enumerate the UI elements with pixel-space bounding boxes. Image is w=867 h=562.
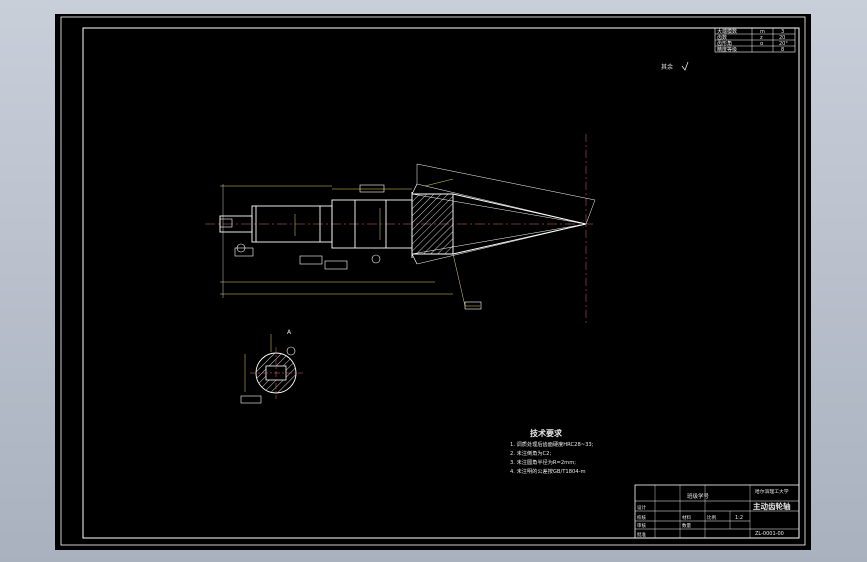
tech-req-item-3: 3. 未注圆角半径为R=2mm;	[510, 458, 576, 466]
param-r2-c2: 20°	[779, 41, 788, 47]
param-r0-c1: m	[760, 29, 765, 35]
param-r3-c0: 精度等级	[717, 46, 737, 53]
school-name: 哈尔滨理工大学	[755, 488, 789, 495]
drawing-number: ZL-0001-00	[755, 531, 784, 537]
param-r1-c2: 20	[779, 35, 785, 41]
tech-req-item-4: 4. 未注明的公差按GB/T1804-m	[510, 467, 586, 475]
tech-req-item-1: 1. 调质处理后齿面硬度HRC28~33;	[510, 440, 594, 448]
param-r2-c1: α	[760, 41, 764, 47]
param-r0-c0: 大端模数	[717, 28, 737, 35]
parameter-table: 大端模数 m 3 齿数 z 20 齿形角 α 20° 精度等级 8	[714, 27, 796, 53]
svg-text:其余: 其余	[661, 63, 673, 71]
datum-markers	[236, 243, 381, 264]
scale: 1:2	[735, 515, 743, 521]
section-view: A	[240, 329, 303, 404]
shaft-outline	[219, 184, 413, 298]
row-check: 校核	[637, 514, 646, 521]
row-approve: 批准	[637, 531, 646, 538]
tech-req-item-2: 2. 未注倒角为C2;	[510, 449, 551, 457]
part-name: 主动齿轮轴	[753, 501, 791, 511]
param-r3-c2: 8	[781, 47, 784, 53]
signature: 班级学号	[687, 492, 710, 500]
row-quantity: 数量	[682, 522, 691, 529]
cad-viewport[interactable]: 大端模数 m 3 齿数 z 20 齿形角 α 20° 精度等级 8 其余	[55, 14, 811, 550]
row-ratio: 比例	[707, 514, 716, 521]
roughness-note: 其余	[661, 61, 689, 71]
param-r1-c1: z	[760, 35, 763, 41]
title-block: 班级学号 哈尔滨理工大学 主动齿轮轴 ZL-0001-00 1:2 设计 校核 …	[634, 484, 800, 539]
row-review: 审核	[637, 522, 646, 529]
bevel-gear-cone	[411, 163, 596, 265]
outer-frame	[60, 16, 806, 546]
tech-req-title: 技术要求	[530, 428, 563, 438]
dimension-lines	[220, 178, 480, 307]
param-r0-c2: 3	[781, 29, 784, 35]
row-material: 材料	[682, 514, 691, 521]
param-r1-c0: 齿数	[717, 34, 727, 41]
param-r2-c0: 齿形角	[717, 40, 732, 47]
section-label-a: A	[287, 329, 292, 336]
dimension-boxes	[219, 184, 482, 310]
inner-frame	[82, 27, 800, 539]
drawing-canvas: 大端模数 m 3 齿数 z 20 齿形角 α 20° 精度等级 8 其余	[60, 16, 806, 546]
row-design: 设计	[637, 504, 646, 511]
technical-requirements: 技术要求 1. 调质处理后齿面硬度HRC28~33; 2. 未注倒角为C2; 3…	[510, 428, 594, 475]
